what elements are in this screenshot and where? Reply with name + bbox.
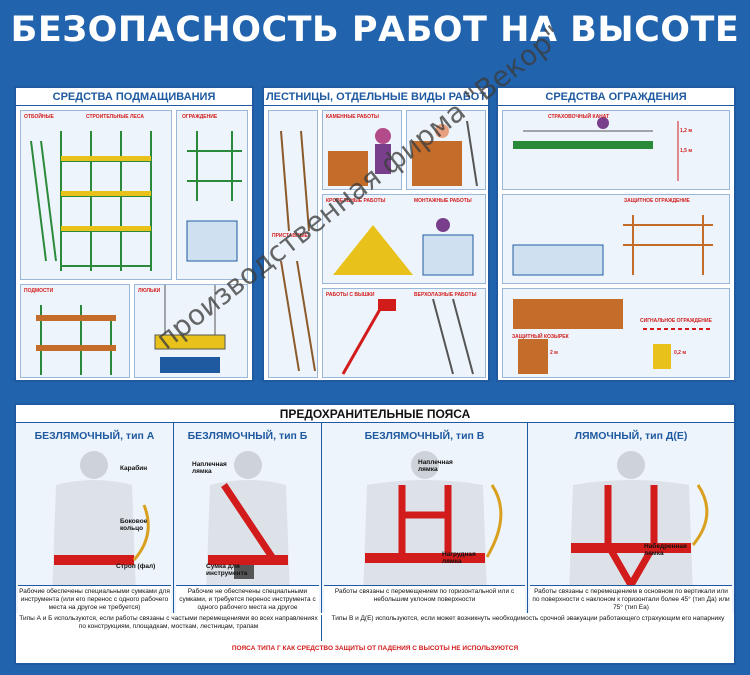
ladder-label-3: ПРИСТАВНЫЕ [272, 233, 308, 239]
ladder-label-0: КАМЕННЫЕ РАБОТЫ [326, 114, 379, 120]
ladder-drawing [280, 130, 316, 372]
fencing-illustration-top [502, 110, 730, 190]
fencing-illustration-bottom [502, 288, 730, 378]
belt-type-b: БЕЗЛЯМОЧНЫЙ, тип Б Наплечная лямка Сумка… [174, 423, 322, 613]
callout-chest-d: Набедренная лямка [644, 543, 687, 558]
scaffold-label-3: ПОДМОСТИ [24, 288, 54, 294]
scaffold-drawing [30, 131, 152, 271]
ladder-illustration-left [268, 110, 318, 378]
belts-heading: ПРЕДОХРАНИТЕЛЬНЫЕ ПОЯСА [16, 405, 734, 423]
fencing-dim-0: 1,2 м [680, 128, 693, 134]
ladder-illustration-mid [322, 194, 486, 284]
podmosti-drawing [36, 305, 116, 375]
callout-bag: Сумка для инструмента [206, 563, 248, 578]
ladder-illustration-top-right [406, 110, 486, 190]
fencing-panel: СРЕДСТВА ОГРАЖДЕНИЯ СТРАХОВОЧНЫЙ КАНАТ 1… [496, 86, 736, 382]
fencing-illustration-mid [502, 194, 730, 284]
fencing-dim-3: 0,2 м [674, 350, 687, 356]
belt-type-b-title: БЕЗЛЯМОЧНЫЙ, тип Б [187, 430, 308, 442]
ladders-panel-title: ЛЕСТНИЦЫ, ОТДЕЛЬНЫЕ ВИДЫ РАБОТ [264, 88, 488, 106]
belt-type-d: ЛЯМОЧНЫЙ, тип Д(Е) Набедренная лямка Раб… [528, 423, 734, 613]
fencing-dim-2: 2 м [550, 350, 558, 356]
warning: ПОЯСА ТИПА Г КАК СРЕДСТВО ЗАЩИТЫ ОТ ПАДЕ… [16, 645, 734, 653]
fencing-label-3: СИГНАЛЬНОЕ ОГРАЖДЕНИЕ [640, 318, 712, 324]
belt-type-a-caption: Рабочие обеспечены специальными сумками … [18, 585, 171, 613]
ladder-illustration-top-mid [322, 110, 402, 190]
scaffold-label-2: ОГРАЖДЕНИЕ [182, 114, 218, 120]
fence-drawing [512, 215, 713, 276]
belt-type-d-title: ЛЯМОЧНЫЙ, тип Д(Е) [574, 430, 688, 442]
tower-drawing [341, 298, 474, 375]
scaffold-panel: СРЕДСТВА ПОДМАЩИВАНИЯ ОТБОЙНЫЕ СТРОИТЕЛЬ… [14, 86, 254, 382]
belt-type-v-title: БЕЗЛЯМОЧНЫЙ, тип В [364, 430, 485, 442]
note-ab: Типы А и Б используются, если работы свя… [16, 615, 322, 641]
fencing-label-2: ЗАЩИТНЫЙ КОЗЫРЕК [512, 334, 569, 340]
callout-shoulder-b: Наплечная лямка [192, 461, 227, 476]
belt-type-v: БЕЗЛЯМОЧНЫЙ, тип В Наплечная лямка Нагру… [322, 423, 528, 613]
warning-text: ПОЯСА ТИПА Г КАК СРЕДСТВО ЗАЩИТЫ ОТ ПАДЕ… [231, 645, 519, 652]
note-vd: Типы В и Д(Е) используются, если может в… [322, 615, 734, 641]
fencing-label-0: СТРАХОВОЧНЫЙ КАНАТ [548, 114, 610, 120]
scaffold-label-0: ОТБОЙНЫЕ [24, 114, 54, 120]
scaffold-illustration-main [20, 110, 172, 280]
scaffold-illustration-bottom-right [134, 284, 248, 378]
belt-type-v-caption: Работы связаны с перемещением по горизон… [324, 585, 525, 613]
callout-karabin: Карабин [120, 465, 148, 472]
belts-section: ПРЕДОХРАНИТЕЛЬНЫЕ ПОЯСА БЕЗЛЯМОЧНЫЙ, тип… [14, 403, 736, 665]
fencing-label-1: ЗАЩИТНОЕ ОГРАЖДЕНИЕ [624, 198, 690, 204]
scaffold-label-4: ЛЮЛЬКИ [138, 288, 161, 294]
ladder-label-1: КРОВЕЛЬНЫЕ РАБОТЫ [326, 198, 386, 204]
belt-type-a-title: БЕЗЛЯМОЧНЫЙ, тип А [34, 430, 155, 442]
belt-type-b-caption: Рабочие не обеспечены специальными сумка… [176, 585, 319, 613]
belt-type-d-caption: Работы связаны с перемещением в основном… [530, 585, 732, 613]
belt-type-a: БЕЗЛЯМОЧНЫЙ, тип А Карабин Боковое кольц… [16, 423, 174, 613]
callout-chest: Нагрудная лямка [442, 551, 476, 566]
ladder-illustration-bottom [322, 288, 486, 378]
scaffold-side-drawing [186, 131, 242, 262]
safety-rope-drawing [513, 117, 679, 181]
fencing-dim-1: 1,5 м [680, 148, 693, 154]
callout-strop: Строп (фал) [116, 563, 156, 570]
lyulka-drawing [154, 285, 226, 373]
ladders-panel: ЛЕСТНИЦЫ, ОТДЕЛЬНЫЕ ВИДЫ РАБОТ ПРИСТАВНЫ… [262, 86, 490, 382]
callout-ring: Боковое кольцо [120, 518, 148, 533]
note-ab-text: Типы А и Б используются, если работы свя… [19, 615, 318, 631]
ladder-label-2: МОНТАЖНЫЕ РАБОТЫ [414, 198, 472, 204]
belt-d-figure [569, 451, 709, 595]
masonry-drawing [328, 128, 391, 186]
ladder-label-4: РАБОТЫ С ВЫШКИ [326, 292, 375, 298]
roof-work-drawing [333, 218, 474, 276]
note-vd-text: Типы В и Д(Е) используются, если может в… [331, 615, 725, 622]
canopy-drawing [513, 299, 713, 374]
belt-b-figure [206, 451, 290, 595]
scaffold-panel-title: СРЕДСТВА ПОДМАЩИВАНИЯ [16, 88, 252, 106]
roof-drawing [412, 120, 478, 187]
ladder-label-5: ВЕРХОЛАЗНЫЕ РАБОТЫ [414, 292, 477, 298]
belt-a-figure [52, 451, 150, 595]
belt-v-figure [363, 451, 503, 595]
scaffold-illustration-bottom-left [20, 284, 130, 378]
callout-shoulder-v: Наплечная лямка [418, 459, 453, 474]
page-title: БЕЗОПАСНОСТЬ РАБОТ НА ВЫСОТЕ [10, 10, 740, 50]
scaffold-illustration-side [176, 110, 248, 280]
fencing-panel-title: СРЕДСТВА ОГРАЖДЕНИЯ [498, 88, 734, 106]
scaffold-label-1: СТРОИТЕЛЬНЫЕ ЛЕСА [86, 114, 144, 120]
